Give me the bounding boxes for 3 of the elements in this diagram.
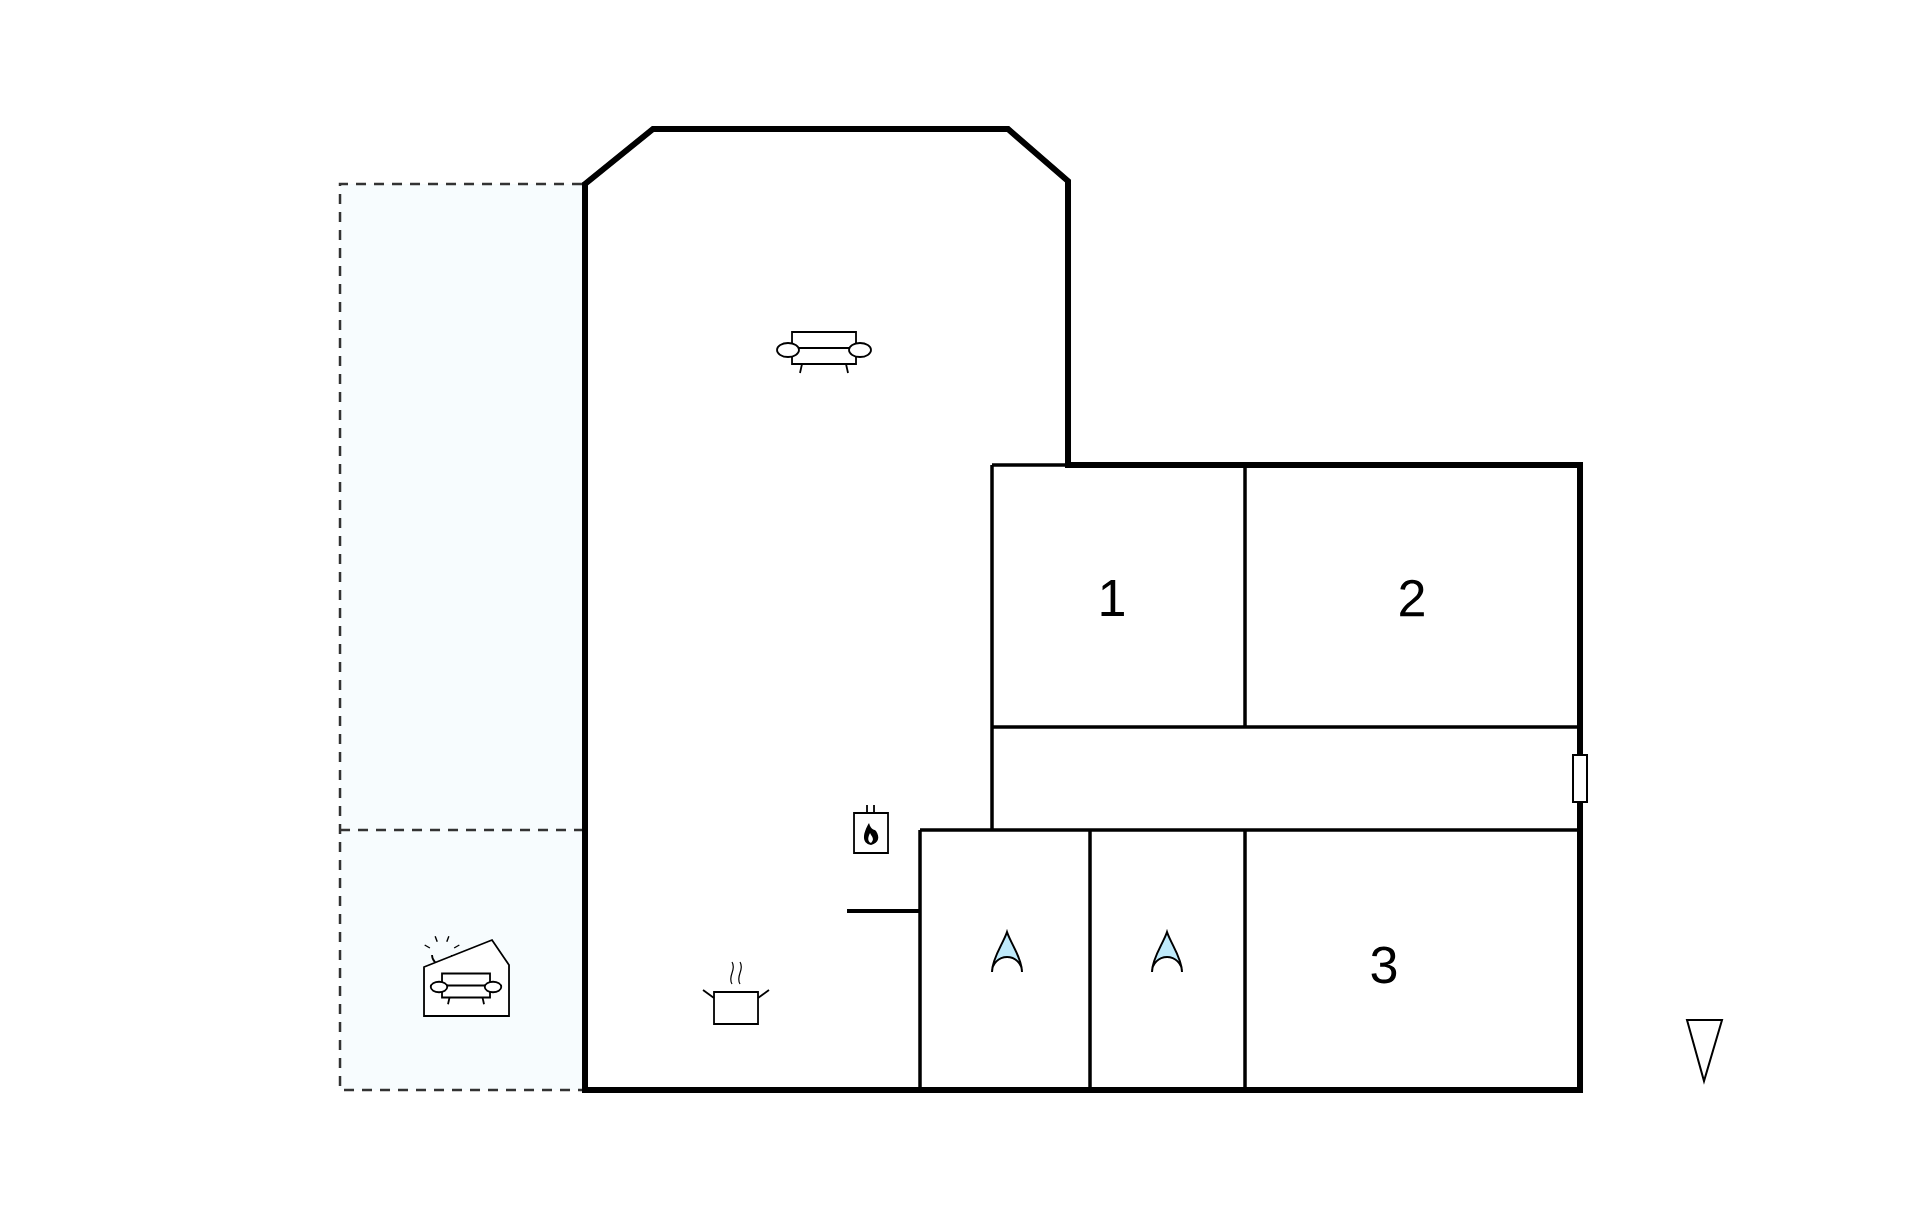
room-number: 2 xyxy=(1400,579,1424,617)
room-number: 3 xyxy=(1371,946,1397,984)
room-number: 1 xyxy=(1101,580,1124,616)
